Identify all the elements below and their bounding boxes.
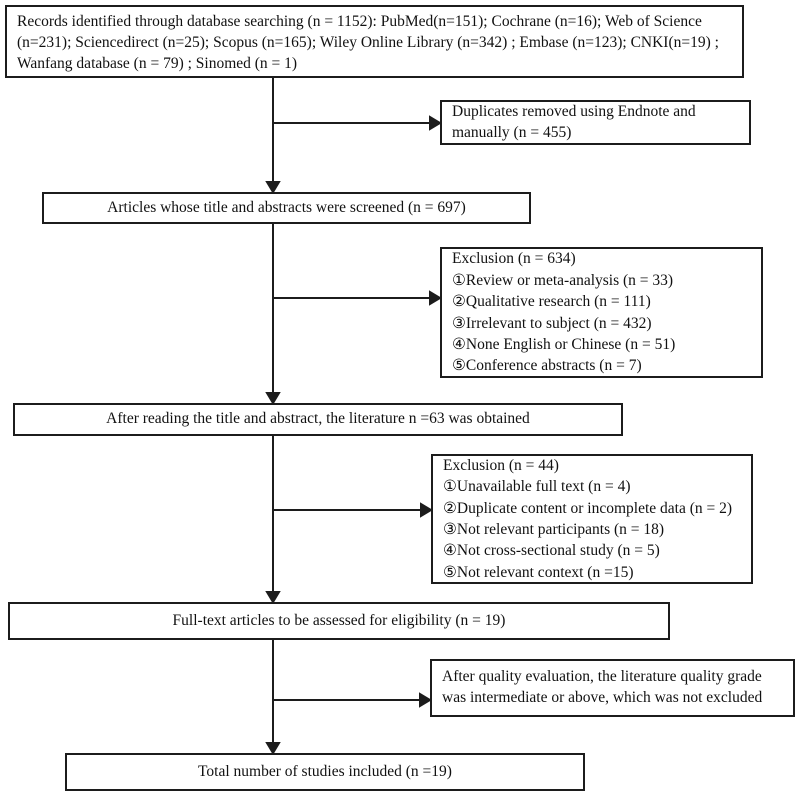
arrowhead-down-3 bbox=[265, 591, 281, 604]
arrowhead-down-2 bbox=[265, 392, 281, 405]
arrowhead-right-3 bbox=[420, 502, 433, 518]
exclusion2-item-4: ④Not cross-sectional study (n = 5) bbox=[443, 542, 660, 560]
exclusion1-item-3: ③Irrelevant to subject (n = 432) bbox=[452, 314, 652, 332]
exclusion1-title: Exclusion (n = 634) bbox=[452, 250, 576, 268]
arrowhead-down-4 bbox=[265, 742, 281, 755]
screened-text: Articles whose title and abstracts were … bbox=[107, 198, 466, 216]
exclusion2-item-1: ①Unavailable full text (n = 4) bbox=[443, 478, 631, 496]
total-included-text: Total number of studies included (n =19) bbox=[198, 762, 452, 780]
arrowhead-right-2 bbox=[429, 290, 442, 306]
box-duplicates-removed: Duplicates removed using Endnote and man… bbox=[440, 100, 751, 145]
exclusion1-item-4: ④None English or Chinese (n = 51) bbox=[452, 335, 676, 353]
box-quality-evaluation: After quality evaluation, the literature… bbox=[430, 659, 795, 717]
exclusion2-item-5: ⑤Not relevant context (n =15) bbox=[443, 563, 634, 581]
arrowhead-down-1 bbox=[265, 181, 281, 194]
exclusion1-item-5: ⑤Conference abstracts (n = 7) bbox=[452, 357, 642, 375]
exclusion1-item-1: ①Review or meta-analysis (n = 33) bbox=[452, 271, 674, 289]
quality-evaluation-text: After quality evaluation, the literature… bbox=[442, 668, 763, 706]
box-exclusion-1: Exclusion (n = 634) ①Review or meta-anal… bbox=[440, 247, 763, 378]
box-records-identified: Records identified through database sear… bbox=[5, 5, 744, 78]
arrowhead-right-4 bbox=[419, 692, 432, 708]
box-total-included: Total number of studies included (n =19) bbox=[65, 753, 585, 791]
duplicates-removed-text: Duplicates removed using Endnote and man… bbox=[452, 102, 696, 141]
exclusion1-item-2: ②Qualitative research (n = 111) bbox=[452, 293, 651, 311]
exclusion2-title: Exclusion (n = 44) bbox=[443, 456, 559, 474]
after-reading-text: After reading the title and abstract, th… bbox=[106, 410, 530, 428]
arrowhead-right-1 bbox=[429, 115, 442, 131]
exclusion2-item-3: ③Not relevant participants (n = 18) bbox=[443, 521, 665, 538]
records-identified-text: Records identified through database sear… bbox=[17, 13, 719, 72]
box-fulltext-eligibility: Full-text articles to be assessed for el… bbox=[8, 602, 670, 640]
fulltext-eligibility-text: Full-text articles to be assessed for el… bbox=[172, 611, 506, 629]
box-exclusion-2: Exclusion (n = 44) ①Unavailable full tex… bbox=[431, 454, 753, 584]
box-after-reading: After reading the title and abstract, th… bbox=[13, 403, 623, 436]
box-screened: Articles whose title and abstracts were … bbox=[42, 192, 531, 224]
exclusion2-item-2: ②Duplicate content or incomplete data (n… bbox=[443, 499, 733, 517]
